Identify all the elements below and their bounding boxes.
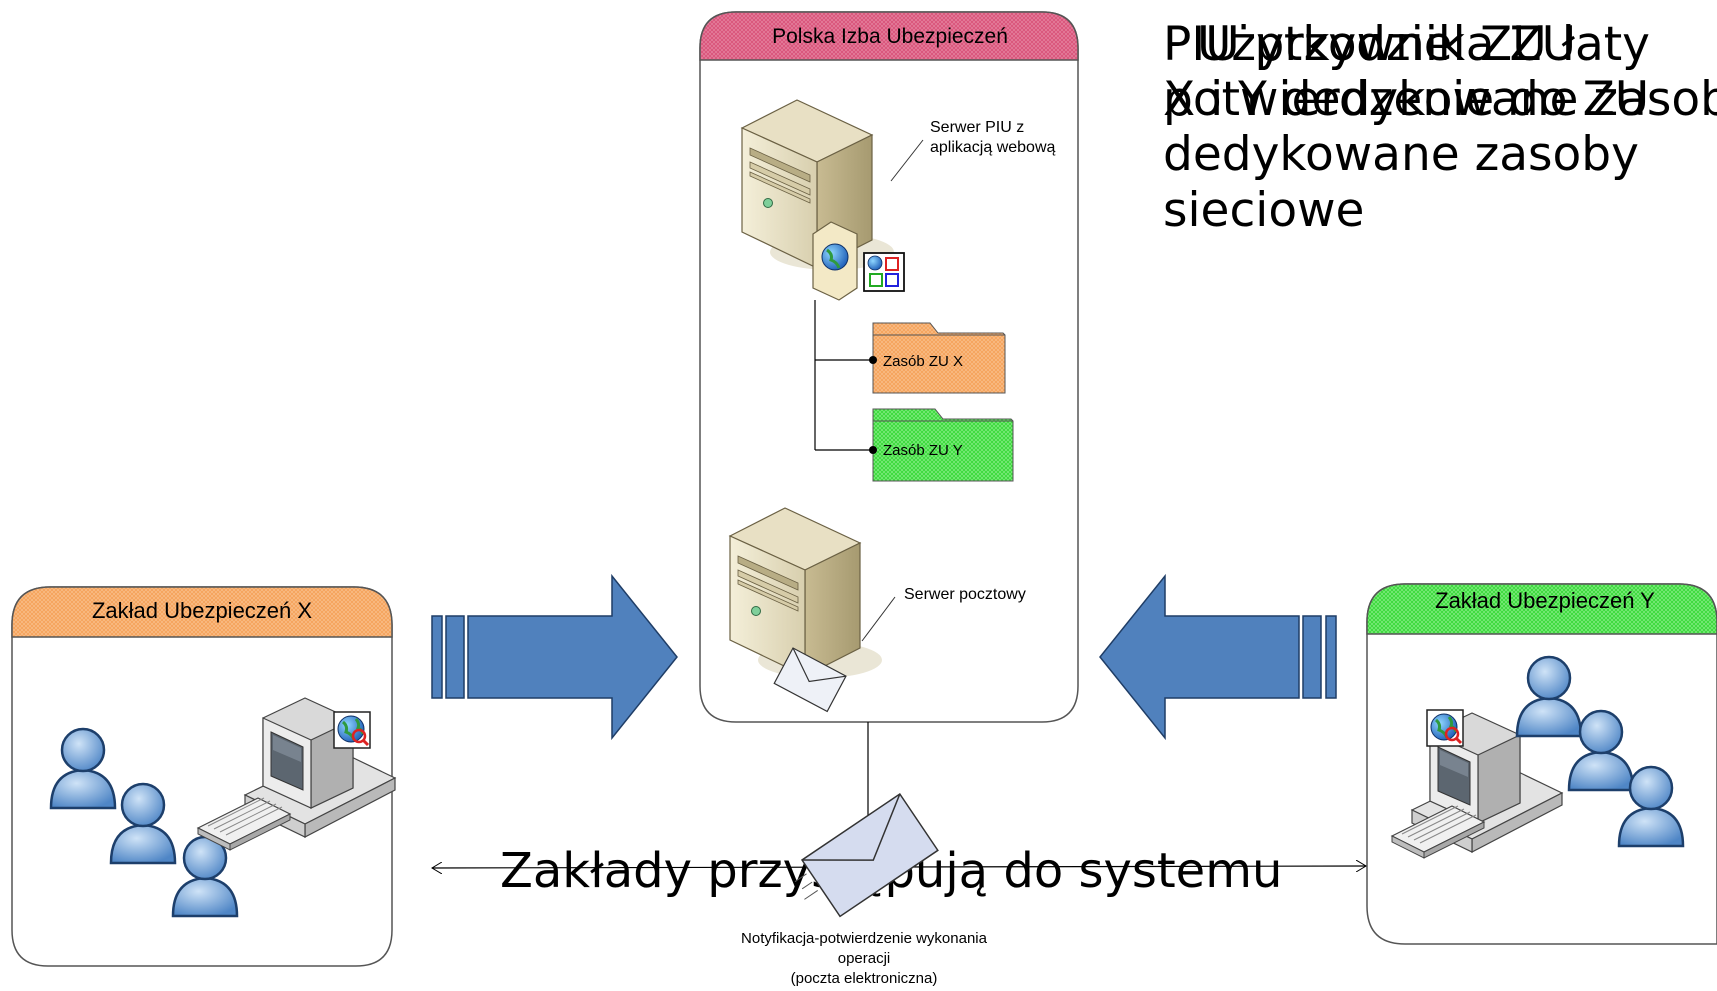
- web-server-label-line1: Serwer PIU z: [930, 119, 1024, 136]
- resource-y-bullet: [869, 446, 877, 454]
- notification-caption-line3: (poczta elektroniczna): [791, 970, 938, 987]
- overlay-text-top-line4: sieciowe: [1163, 183, 1364, 238]
- overlay-text-top-line3: dedykowane zasoby: [1163, 127, 1639, 182]
- notification-envelope-icon: [794, 792, 939, 918]
- zu-x-globe-search-icon: [332, 710, 372, 750]
- mail-server-label: Serwer pocztowy: [904, 586, 1026, 603]
- overlay-text-top-line2a: X i Y dedykowane zasoby: [1163, 72, 1717, 127]
- resource-x-bullet: [869, 356, 877, 364]
- arrow-right-to-piu: [431, 573, 678, 741]
- mail-server-callout-line: [861, 596, 896, 642]
- overlay-text-top-line2b: potwierdzenie do ZU: [1163, 72, 1649, 127]
- overlay-text-top-line1b: Użytkownik ZU łaty: [1197, 17, 1650, 72]
- zu-y-box-title: Zakład Ubezpieczeń Y: [1435, 588, 1655, 613]
- resource-y-label: Zasób ZU Y: [883, 442, 963, 459]
- notification-caption-line2: operacji: [838, 950, 891, 967]
- resource-folder-y: Zasób ZU Y: [869, 408, 1014, 482]
- arrow-left-to-piu: [1099, 573, 1337, 741]
- zu-x-box: Zakład Ubezpieczeń X: [11, 586, 393, 967]
- web-server-label-line2: aplikacją webową: [930, 139, 1056, 156]
- application-window-icon: [863, 252, 905, 292]
- overlay-text-top-line1a: PIU przydziela ZU: [1163, 17, 1576, 72]
- piu-box-header: [699, 11, 1079, 61]
- folder-icon: [812, 221, 858, 301]
- piu-box-title: Polska Izba Ubezpieczeń: [772, 25, 1008, 48]
- notification-caption-line1: Notyfikacja-potwierdzenie wykonania: [741, 930, 988, 947]
- resource-tree-connector: [814, 300, 873, 451]
- zu-y-box: Zakład Ubezpieczeń Y: [1366, 583, 1717, 945]
- zu-x-box-title: Zakład Ubezpieczeń X: [92, 598, 312, 623]
- web-server-callout-line: [890, 139, 924, 182]
- zu-y-globe-search-icon: [1425, 708, 1465, 748]
- resource-folder-x: Zasób ZU X: [869, 322, 1006, 394]
- resource-x-label: Zasób ZU X: [883, 353, 963, 370]
- zu-x-box-header: [11, 586, 393, 638]
- overlay-text-top: PIU przydziela ZU Użytkownik ZU łaty X i…: [1163, 17, 1717, 238]
